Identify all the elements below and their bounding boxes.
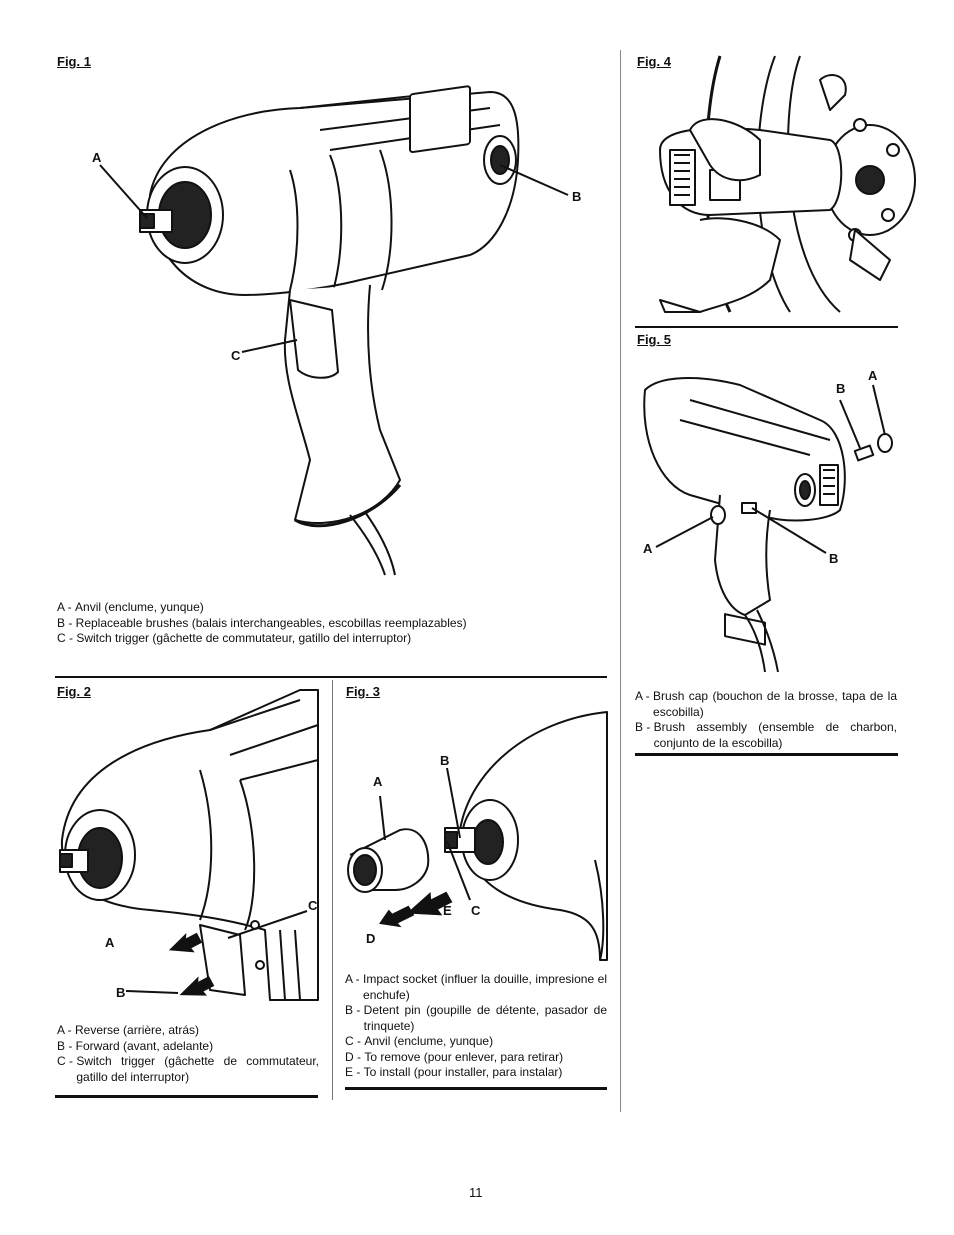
legend-key: E -	[345, 1065, 364, 1079]
fig3-callout-a: A	[373, 774, 383, 789]
fig5-callout-a-top: A	[868, 368, 878, 383]
legend-key: A -	[345, 972, 364, 986]
fig3-callout-e: E	[443, 903, 452, 918]
fig1-callout-b: B	[572, 189, 582, 204]
fig5-callout-b-right: B	[829, 551, 839, 566]
fig2-title: Fig. 2	[57, 684, 91, 699]
legend-key: B -	[57, 1038, 76, 1053]
legend-item: A - Impact socket (influer la douille, i…	[345, 972, 607, 1003]
legend-text: Replaceable brushes (balais interchangea…	[75, 615, 467, 630]
fig5-callout-b-top: B	[836, 381, 846, 396]
legend-item: A - Reverse (arrière, atrás)	[57, 1023, 319, 1039]
legend-text: Forward (avant, adelante)	[75, 1038, 214, 1053]
legend-item: B - Brush assembly (ensemble de charbon,…	[635, 720, 897, 751]
fig1-callout-c: C	[231, 348, 241, 363]
legend-key: C -	[57, 1054, 77, 1068]
legend-text: Anvil (enclume, yunque)	[75, 600, 204, 614]
fig4-bottom-rule	[635, 326, 898, 328]
fig2-legend: A - Reverse (arrière, atrás) B - Forward…	[57, 1023, 319, 1085]
legend-text: Impact socket (influer la douille, impre…	[363, 972, 607, 1002]
column-divider	[332, 680, 333, 1100]
fig3-legend: A - Impact socket (influer la douille, i…	[345, 972, 607, 1081]
fig1-legend: A - Anvil (enclume, yunque) B - Replacea…	[57, 600, 477, 647]
legend-text: Detent pin (goupille de détente, pasador…	[363, 1003, 607, 1033]
legend-text: Brush cap (bouchon de la brosse, tapa de…	[653, 689, 897, 719]
fig2-callout-a: A	[105, 935, 115, 950]
legend-item: A - Anvil (enclume, yunque)	[57, 600, 477, 616]
legend-key: A -	[57, 1023, 76, 1037]
section-divider	[55, 676, 607, 678]
legend-key: A -	[635, 689, 654, 703]
legend-item: B - Replaceable brushes (balais intercha…	[57, 616, 477, 632]
column-divider	[620, 50, 621, 1112]
fig2-callout-c: C	[308, 898, 318, 913]
legend-key: A -	[57, 600, 76, 614]
legend-key: C -	[345, 1034, 365, 1048]
legend-key: B -	[635, 720, 654, 734]
fig2-bottom-rule	[55, 1095, 318, 1098]
fig5-bottom-rule	[635, 753, 898, 756]
fig3-callout-b: B	[440, 753, 450, 768]
legend-text: To remove (pour enlever, para retirar)	[364, 1049, 564, 1064]
legend-key: D -	[345, 1049, 365, 1064]
fig5-title: Fig. 5	[637, 332, 671, 347]
legend-item: D - To remove (pour enlever, para retira…	[345, 1050, 607, 1066]
legend-text: Reverse (arrière, atrás)	[75, 1023, 200, 1037]
fig3-callout-d: D	[366, 931, 376, 946]
fig3-bottom-rule	[345, 1087, 607, 1090]
legend-item: A - Brush cap (bouchon de la brosse, tap…	[635, 689, 897, 720]
page-number: 11	[469, 1185, 483, 1200]
fig3-title: Fig. 3	[346, 684, 380, 699]
legend-text: Switch trigger (gâchette de commutateur,…	[76, 631, 412, 645]
fig1-callout-a: A	[92, 150, 102, 165]
legend-text: Brush assembly (ensemble de charbon, con…	[653, 720, 897, 750]
fig4-title: Fig. 4	[637, 54, 671, 69]
legend-item: E - To install (pour installer, para ins…	[345, 1065, 607, 1081]
fig3-callout-c: C	[471, 903, 481, 918]
fig5-legend: A - Brush cap (bouchon de la brosse, tap…	[635, 689, 897, 751]
legend-key: B -	[57, 615, 76, 630]
fig2-callout-b: B	[116, 985, 126, 1000]
legend-item: B - Forward (avant, adelante)	[57, 1039, 319, 1055]
legend-item: C - Switch trigger (gâchette de commutat…	[57, 631, 477, 647]
legend-item: C - Switch trigger (gâchette de commutat…	[57, 1054, 319, 1085]
legend-key: B -	[345, 1003, 364, 1017]
legend-text: To install (pour installer, para instala…	[363, 1065, 563, 1079]
legend-text: Switch trigger (gâchette de commutateur,…	[76, 1054, 319, 1084]
fig5-callout-a-left: A	[643, 541, 653, 556]
legend-item: C - Anvil (enclume, yunque)	[345, 1034, 607, 1050]
fig1-title: Fig. 1	[57, 54, 91, 69]
legend-key: C -	[57, 631, 77, 645]
legend-text: Anvil (enclume, yunque)	[364, 1034, 494, 1048]
legend-item: B - Detent pin (goupille de détente, pas…	[345, 1003, 607, 1034]
